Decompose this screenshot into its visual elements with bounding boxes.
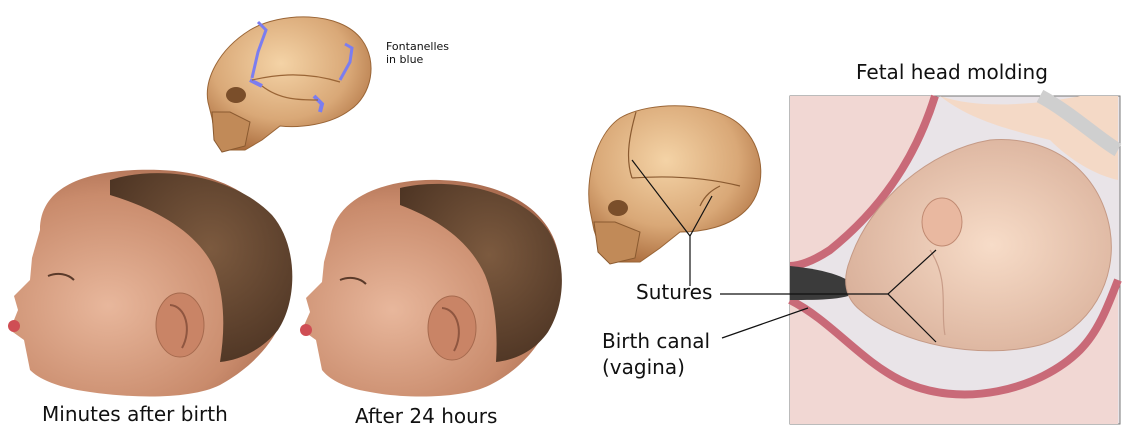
caption-minutes-after-birth: Minutes after birth [42, 402, 228, 426]
skull-sutures [589, 106, 761, 264]
fetal-head-molding-panel [790, 96, 1120, 424]
baby-head-24-hours [300, 180, 562, 397]
caption-fetal-head-molding: Fetal head molding [856, 60, 1048, 84]
caption-after-24-hours: After 24 hours [355, 404, 497, 428]
label-birth-canal: Birth canal (vagina) [602, 328, 710, 380]
baby-head-minutes [8, 170, 292, 397]
label-sutures: Sutures [636, 280, 712, 304]
fontanelles-label-line1: Fontanelles [386, 40, 449, 53]
label-birth-canal-line2: (vagina) [602, 354, 710, 380]
fontanelles-label-line2: in blue [386, 53, 449, 66]
fontanelles-label: Fontanelles in blue [386, 40, 449, 66]
skull-fontanelles [207, 17, 371, 152]
label-birth-canal-line1: Birth canal [602, 328, 710, 354]
